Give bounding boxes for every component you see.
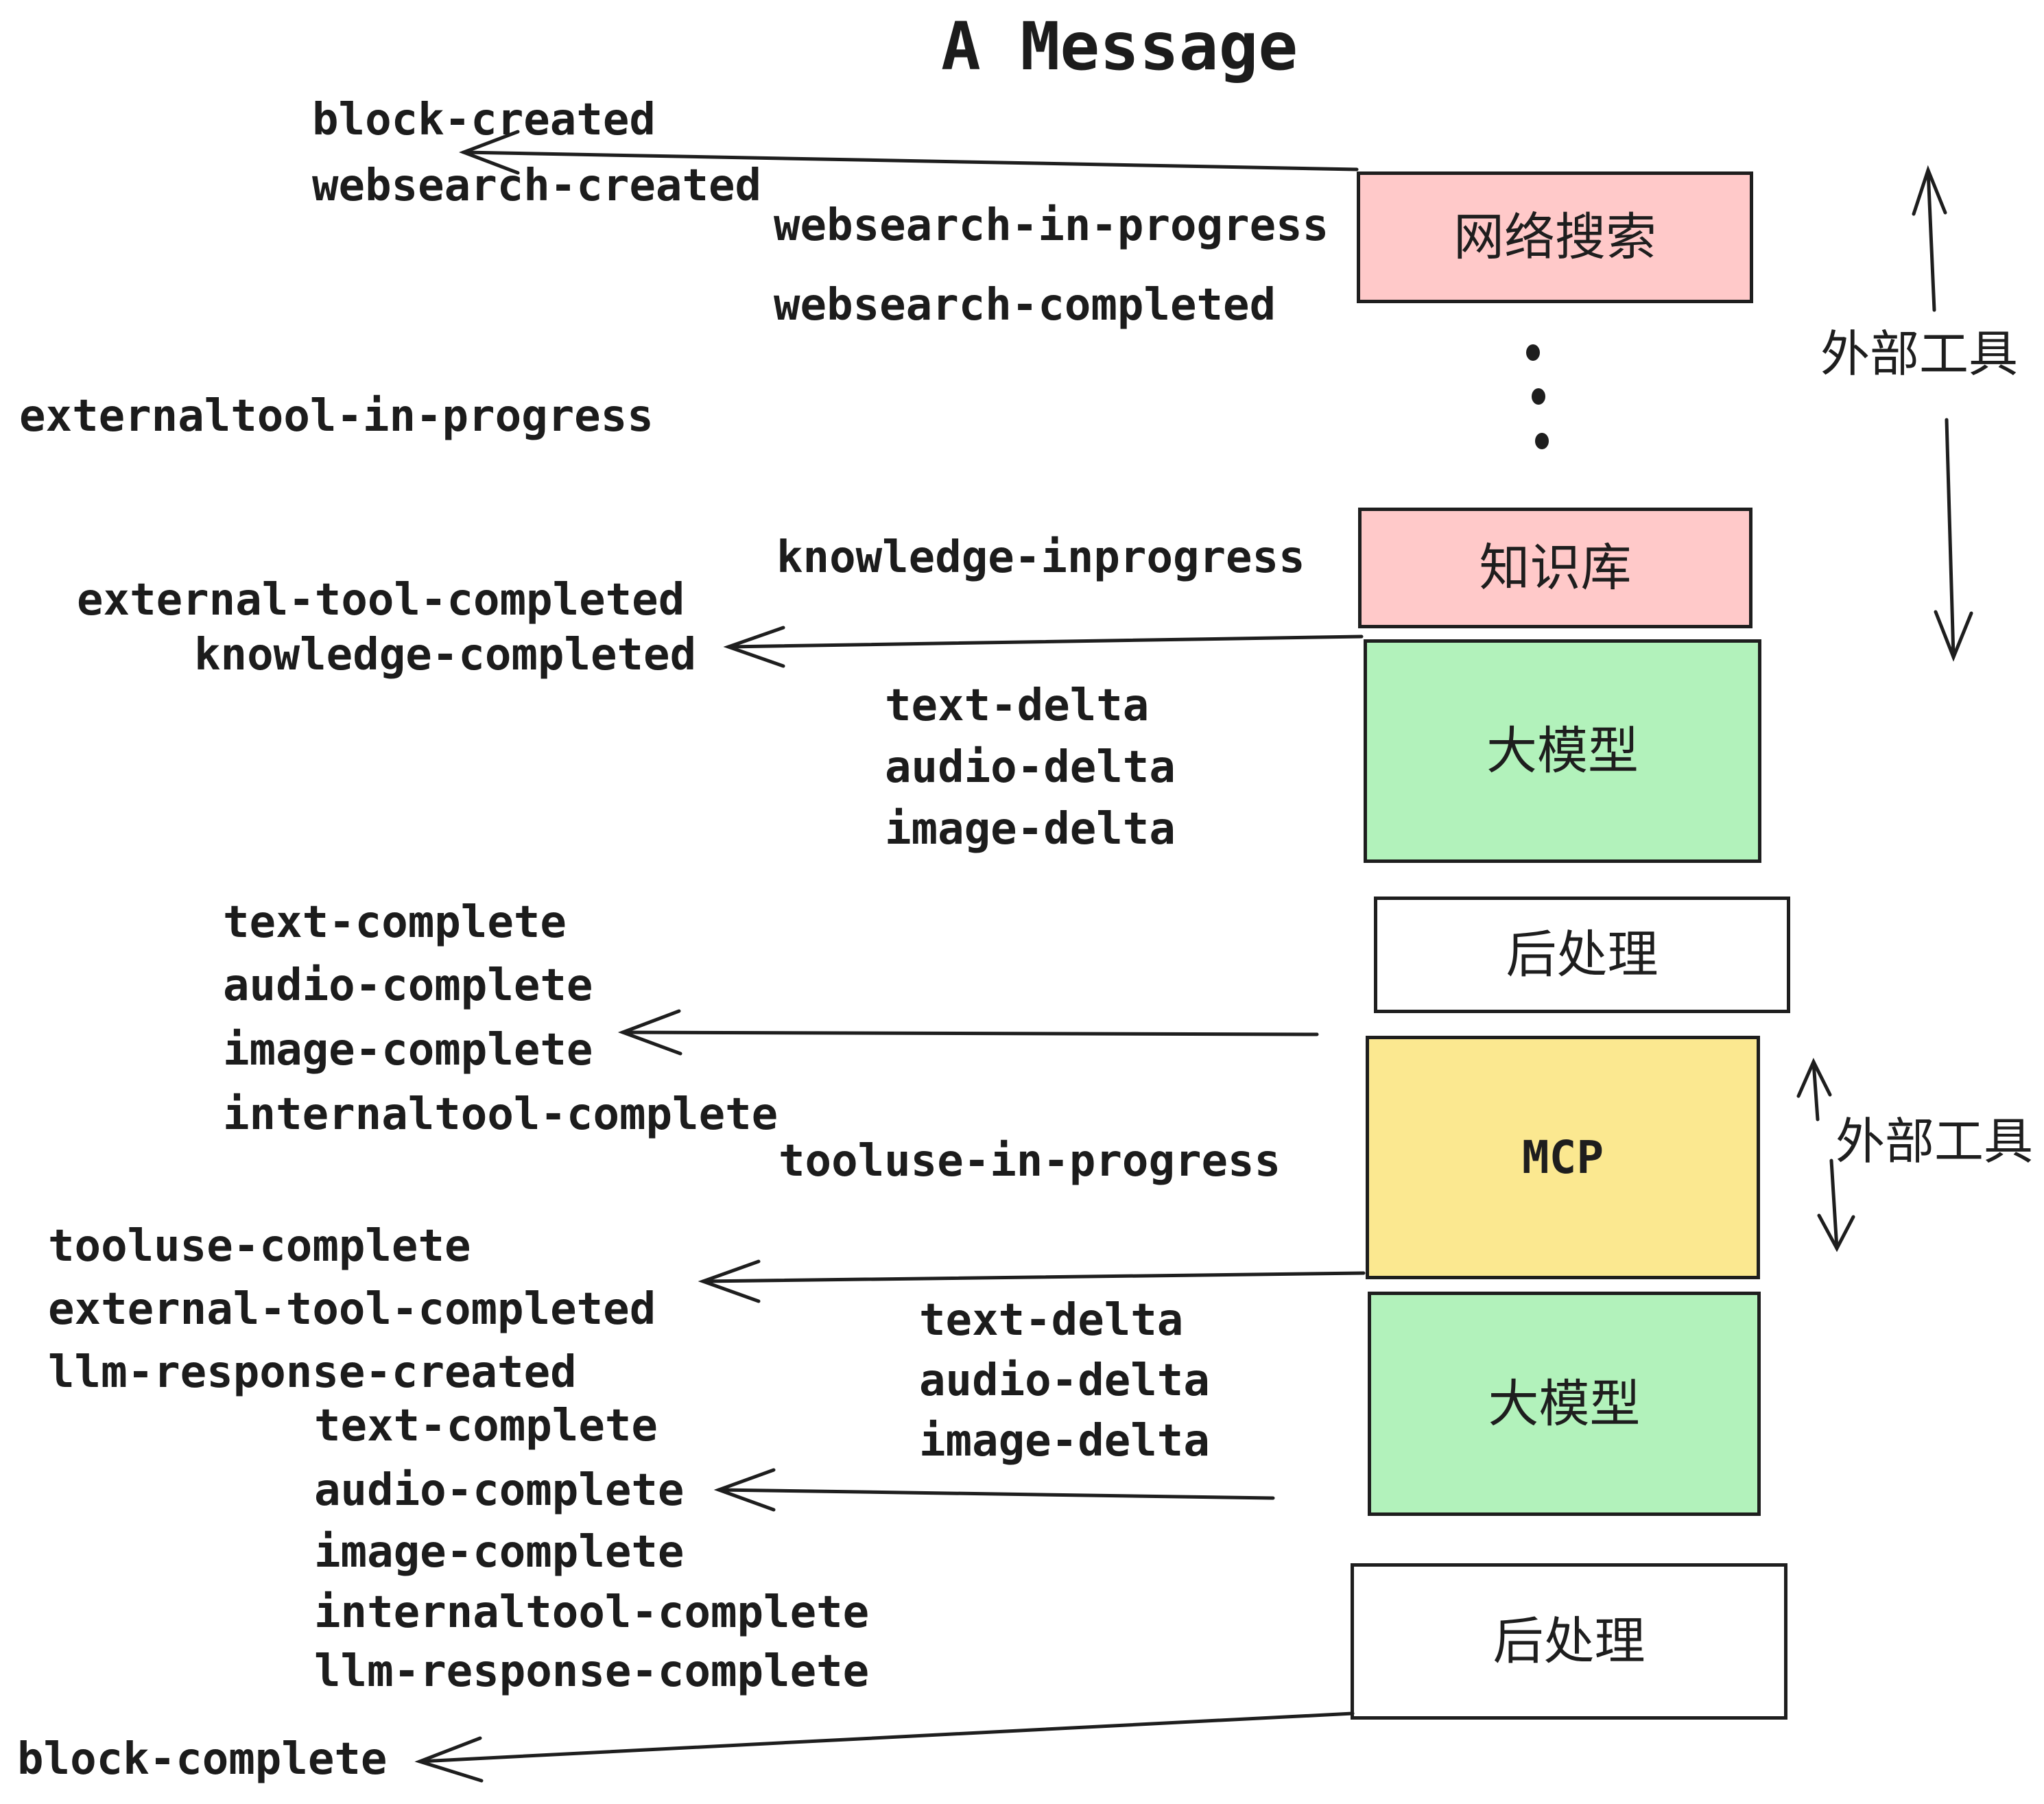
external-tools-bottom-up-arrow — [1796, 1058, 1832, 1121]
box-postprocess-2-label: 后处理 — [1493, 1612, 1645, 1671]
box-knowledge: 知识库 — [1358, 508, 1752, 628]
event-websearch-created: websearch-created — [312, 161, 762, 211]
event-tooluse-complete: tooluse-complete — [48, 1221, 471, 1272]
event-image-complete-1: image-complete — [223, 1025, 593, 1076]
event-text-delta-2: text-delta — [919, 1295, 1184, 1346]
event-internaltool-complete-1: internaltool-complete — [223, 1089, 779, 1140]
event-tooluse-in-progress: tooluse-in-progress — [779, 1136, 1281, 1187]
event-websearch-completed: websearch-completed — [774, 280, 1276, 331]
box-llm-1: 大模型 — [1364, 639, 1761, 863]
box-llm-1-label: 大模型 — [1486, 722, 1639, 781]
event-audio-complete-1: audio-complete — [223, 960, 593, 1011]
event-audio-complete-2: audio-complete — [314, 1465, 685, 1516]
event-knowledge-inprogress: knowledge-inprogress — [776, 532, 1305, 583]
label-external-tools-bottom: 外部工具 — [1835, 1113, 2034, 1170]
event-block-created: block-created — [312, 95, 656, 145]
box-llm-2-label: 大模型 — [1488, 1374, 1641, 1434]
event-knowledge-completed: knowledge-completed — [194, 630, 697, 680]
box-llm-2: 大模型 — [1368, 1292, 1761, 1516]
box-postprocess-1-label: 后处理 — [1506, 925, 1659, 984]
box-postprocess-2: 后处理 — [1351, 1563, 1787, 1720]
event-llm-response-created: llm-response-created — [48, 1347, 577, 1398]
event-text-complete-1: text-complete — [223, 897, 567, 948]
event-block-complete: block-complete — [17, 1734, 388, 1785]
external-tools-top-up-arrow — [1912, 165, 1947, 312]
event-text-complete-2: text-complete — [314, 1401, 658, 1451]
event-internaltool-complete-2: internaltool-complete — [314, 1587, 870, 1638]
event-audio-delta-1: audio-delta — [885, 742, 1176, 793]
box-postprocess-1: 后处理 — [1374, 897, 1790, 1013]
event-image-complete-2: image-complete — [314, 1527, 685, 1578]
box-knowledge-label: 知识库 — [1479, 538, 1632, 597]
external-tools-top-down-arrow — [1934, 418, 1973, 662]
event-external-tool-completed-1: external-tool-completed — [77, 575, 685, 626]
box-websearch: 网络搜索 — [1357, 171, 1753, 303]
box-websearch-label: 网络搜索 — [1453, 208, 1656, 267]
external-tools-bottom-down-arrow — [1817, 1159, 1855, 1253]
event-external-tool-completed-2: external-tool-completed — [48, 1284, 656, 1335]
box-mcp: MCP — [1366, 1036, 1760, 1279]
event-text-delta-1: text-delta — [885, 680, 1150, 731]
arrow-to-block-complete — [414, 1711, 1355, 1783]
event-image-delta-2: image-delta — [919, 1416, 1210, 1467]
diagram-title: A Message — [941, 8, 1298, 85]
event-audio-delta-2: audio-delta — [919, 1355, 1210, 1406]
arrow-to-image-complete — [617, 1009, 1319, 1056]
event-websearch-in-progress: websearch-in-progress — [774, 200, 1329, 251]
label-external-tools-top: 外部工具 — [1820, 325, 2019, 383]
ellipsis-dots — [1526, 344, 1549, 449]
box-mcp-label: MCP — [1521, 1130, 1604, 1184]
arrow-to-audio-complete — [713, 1468, 1275, 1512]
arrow-to-knowledge-completed — [723, 626, 1364, 668]
event-image-delta-1: image-delta — [885, 804, 1176, 855]
event-llm-response-complete: llm-response-complete — [314, 1646, 870, 1697]
event-externaltool-in-progress: externaltool-in-progress — [19, 391, 654, 442]
